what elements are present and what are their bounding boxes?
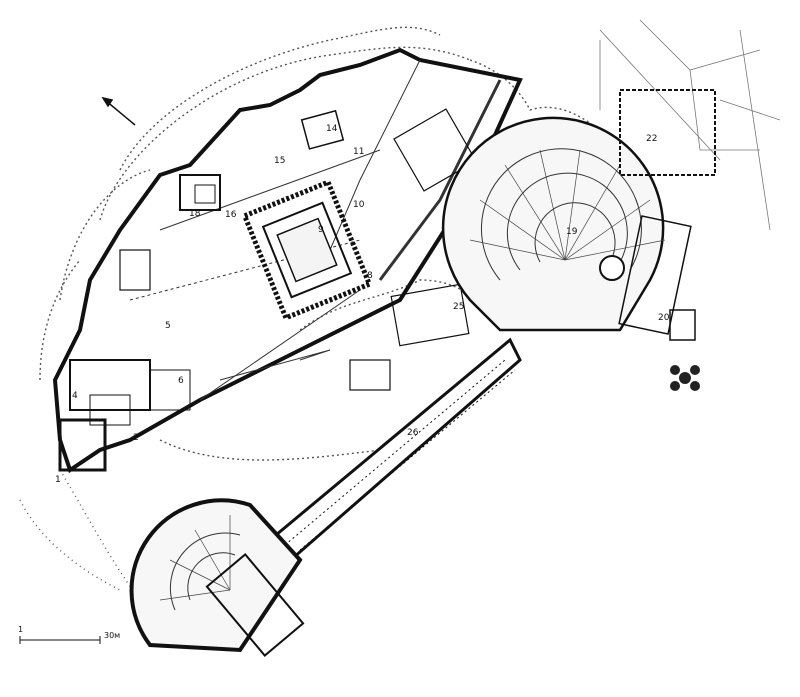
scale-end-label: 30м <box>104 631 120 640</box>
building-20 <box>618 215 696 341</box>
scale-bar: 1 30м <box>18 625 120 644</box>
label-26: 26 <box>407 428 419 438</box>
north-arrow-icon <box>101 96 136 126</box>
label-5: 5 <box>165 321 171 331</box>
label-8: 8 <box>367 271 373 281</box>
label-2: 2 <box>133 433 139 443</box>
street-grid <box>599 19 781 231</box>
label-25: 25 <box>453 302 464 312</box>
label-6: 6 <box>178 376 184 386</box>
label-22: 22 <box>646 134 657 144</box>
label-9: 9 <box>318 225 324 235</box>
label-10: 10 <box>353 200 365 210</box>
theatre-of-dionysus <box>441 116 666 332</box>
rosette-monument-icon <box>670 365 700 391</box>
stoa-of-eumenes <box>268 337 522 568</box>
label-14: 14 <box>326 124 338 134</box>
parthenon <box>241 178 373 322</box>
label-16: 16 <box>225 210 237 220</box>
label-11: 11 <box>353 147 364 157</box>
west-buildings <box>58 174 221 472</box>
label-1: 1 <box>55 475 61 485</box>
building-14 <box>300 109 345 150</box>
east-buildings <box>349 108 477 391</box>
plan-labels: 1 2 4 5 6 8 9 10 11 14 15 16 18 19 20 22… <box>55 124 670 485</box>
scale-start-label: 1 <box>18 625 23 634</box>
odeon-of-herodes-atticus <box>129 498 305 657</box>
acropolis-wall <box>52 47 523 474</box>
label-18: 18 <box>189 209 201 219</box>
label-19: 19 <box>566 227 578 237</box>
label-15: 15 <box>274 156 285 166</box>
label-4: 4 <box>72 391 78 401</box>
label-20: 20 <box>658 313 670 323</box>
